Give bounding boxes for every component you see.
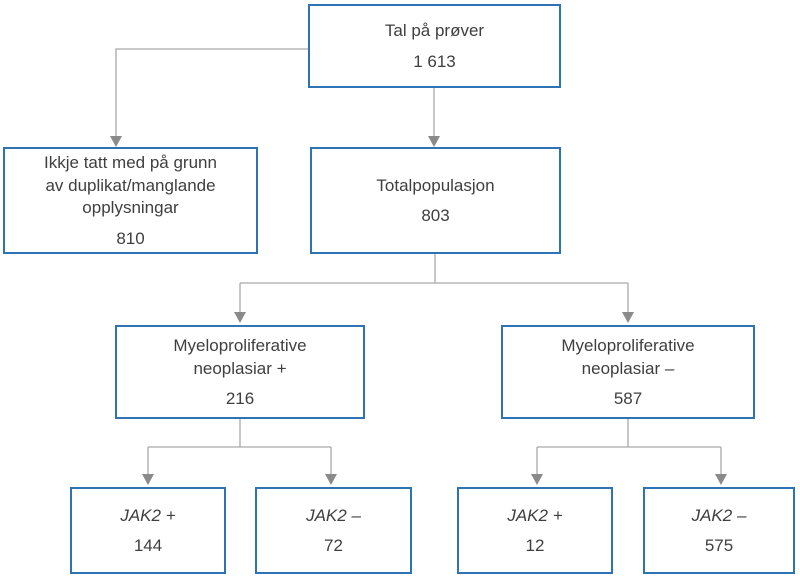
node-jak2-positive-of-mpn-positive-label: JAK2 +	[120, 505, 176, 525]
node-jak2-positive-of-mpn-negative: JAK2 + 12	[457, 487, 613, 574]
node-total-samples-label: Tal på prøver	[384, 21, 485, 41]
node-jak2-negative-of-mpn-positive-label: JAK2 –	[306, 505, 361, 525]
node-excluded-value: 810	[116, 228, 145, 248]
node-jak2-negative-of-mpn-negative-label: JAK2 –	[691, 505, 747, 525]
node-jak2-negative-of-mpn-positive: JAK2 – 72	[255, 487, 412, 574]
node-mpn-positive-value: 216	[225, 388, 255, 408]
node-jak2-negative-of-mpn-negative: JAK2 – 575	[643, 487, 795, 574]
node-jak2-positive-of-mpn-negative-value: 12	[525, 536, 545, 556]
connector-mpnneg-to-jak2	[531, 419, 727, 485]
connector-mpnpos-to-jak2	[142, 419, 337, 485]
node-jak2-negative-of-mpn-positive-value: 72	[324, 536, 343, 556]
node-mpn-positive: Myeloproliferative neoplasiar + 216	[115, 325, 365, 419]
connector-total-to-excluded	[110, 48, 308, 147]
node-jak2-negative-of-mpn-negative-value: 575	[704, 536, 734, 556]
node-mpn-negative-label: Myeloproliferative neoplasiar –	[561, 336, 695, 378]
node-mpn-negative: Myeloproliferative neoplasiar – 587	[501, 325, 755, 419]
node-jak2-positive-of-mpn-positive: JAK2 + 144	[70, 487, 226, 574]
node-jak2-positive-of-mpn-negative-label: JAK2 +	[507, 505, 563, 525]
connector-total-to-population	[428, 88, 440, 147]
connector-population-to-mpn	[234, 254, 634, 323]
node-mpn-positive-label: Myeloproliferative neoplasiar +	[173, 336, 307, 378]
node-excluded: Ikkje tatt med på grunn av duplikat/mang…	[3, 147, 258, 254]
node-mpn-negative-value: 587	[613, 388, 643, 408]
node-jak2-positive-of-mpn-positive-value: 144	[133, 536, 163, 556]
node-population-label: Totalpopulasjon	[376, 175, 495, 195]
node-total-samples: Tal på prøver 1 613	[308, 4, 561, 88]
node-population-value: 803	[421, 206, 450, 226]
node-population: Totalpopulasjon 803	[310, 147, 561, 254]
node-total-samples-value: 1 613	[413, 51, 456, 71]
node-excluded-label: Ikkje tatt med på grunn av duplikat/mang…	[44, 153, 217, 218]
